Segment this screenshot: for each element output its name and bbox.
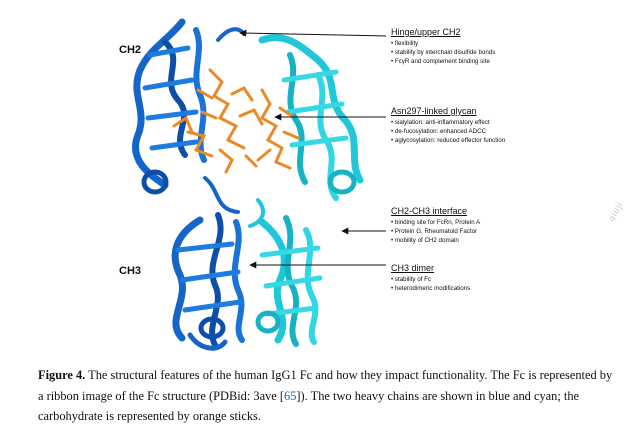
annotation-title: CH2-CH3 interface [391,206,468,216]
annotation-bullet: binding site for FcRn, Protein A [391,218,621,227]
annotation-arrows [239,29,387,269]
annotation-title: Hinge/upper CH2 [391,27,461,37]
blue-heavy-chain [132,18,246,351]
citation-link[interactable]: 65 [284,388,297,403]
fc-structure-figure: CH2 CH3 Hinge/upper CH2 flexibility stab… [0,0,634,360]
figure-label: Figure 4. [38,368,86,382]
annotation-hinge: Hinge/upper CH2 flexibility stability by… [391,26,621,67]
annotation-bullet: Protein G, Rheumatoid Factor [391,227,621,236]
annotation-title: CH3 dimer [391,263,435,273]
annotation-title: Asn297-linked glycan [391,106,477,116]
ch3-domain-label: CH3 [119,265,142,277]
annotation-glycan: Asn297-linked glycan sialylation: anti-i… [391,105,621,146]
ch2-domain-label: CH2 [119,44,142,56]
cyan-heavy-chain [248,34,364,347]
annotation-bullet: flexibility [391,39,621,48]
annotation-ch2-ch3-interface: CH2-CH3 interface binding site for FcRn,… [391,205,621,246]
annotation-bullet: de-fucosylation: enhanced ADCC [391,127,621,136]
annotation-bullet: sialylation: anti-inflammatory effect [391,118,621,127]
annotation-bullet: FcγR and complement binding site [391,57,621,66]
annotation-bullet: aglycosylation: reduced effector functio… [391,136,621,145]
fc-ribbon-image [132,18,387,351]
annotation-bullet: stability by interchain disulfide bonds [391,48,621,57]
annotation-ch3-dimer: CH3 dimer stability of Fc heterodimeric … [391,262,621,293]
caption-text-end: ]). The two heavy chains are shown in bl… [38,388,580,424]
annotation-bullet: mobility of CH2 domain [391,236,621,245]
figure-caption: Figure 4. The structural features of the… [38,365,618,427]
annotation-bullet: stability of Fc [391,275,621,284]
annotation-bullet: heterodimeric modifications [391,284,621,293]
caption-text: The structural features of the human IgG… [38,368,613,403]
glycan-sticks [172,68,300,174]
